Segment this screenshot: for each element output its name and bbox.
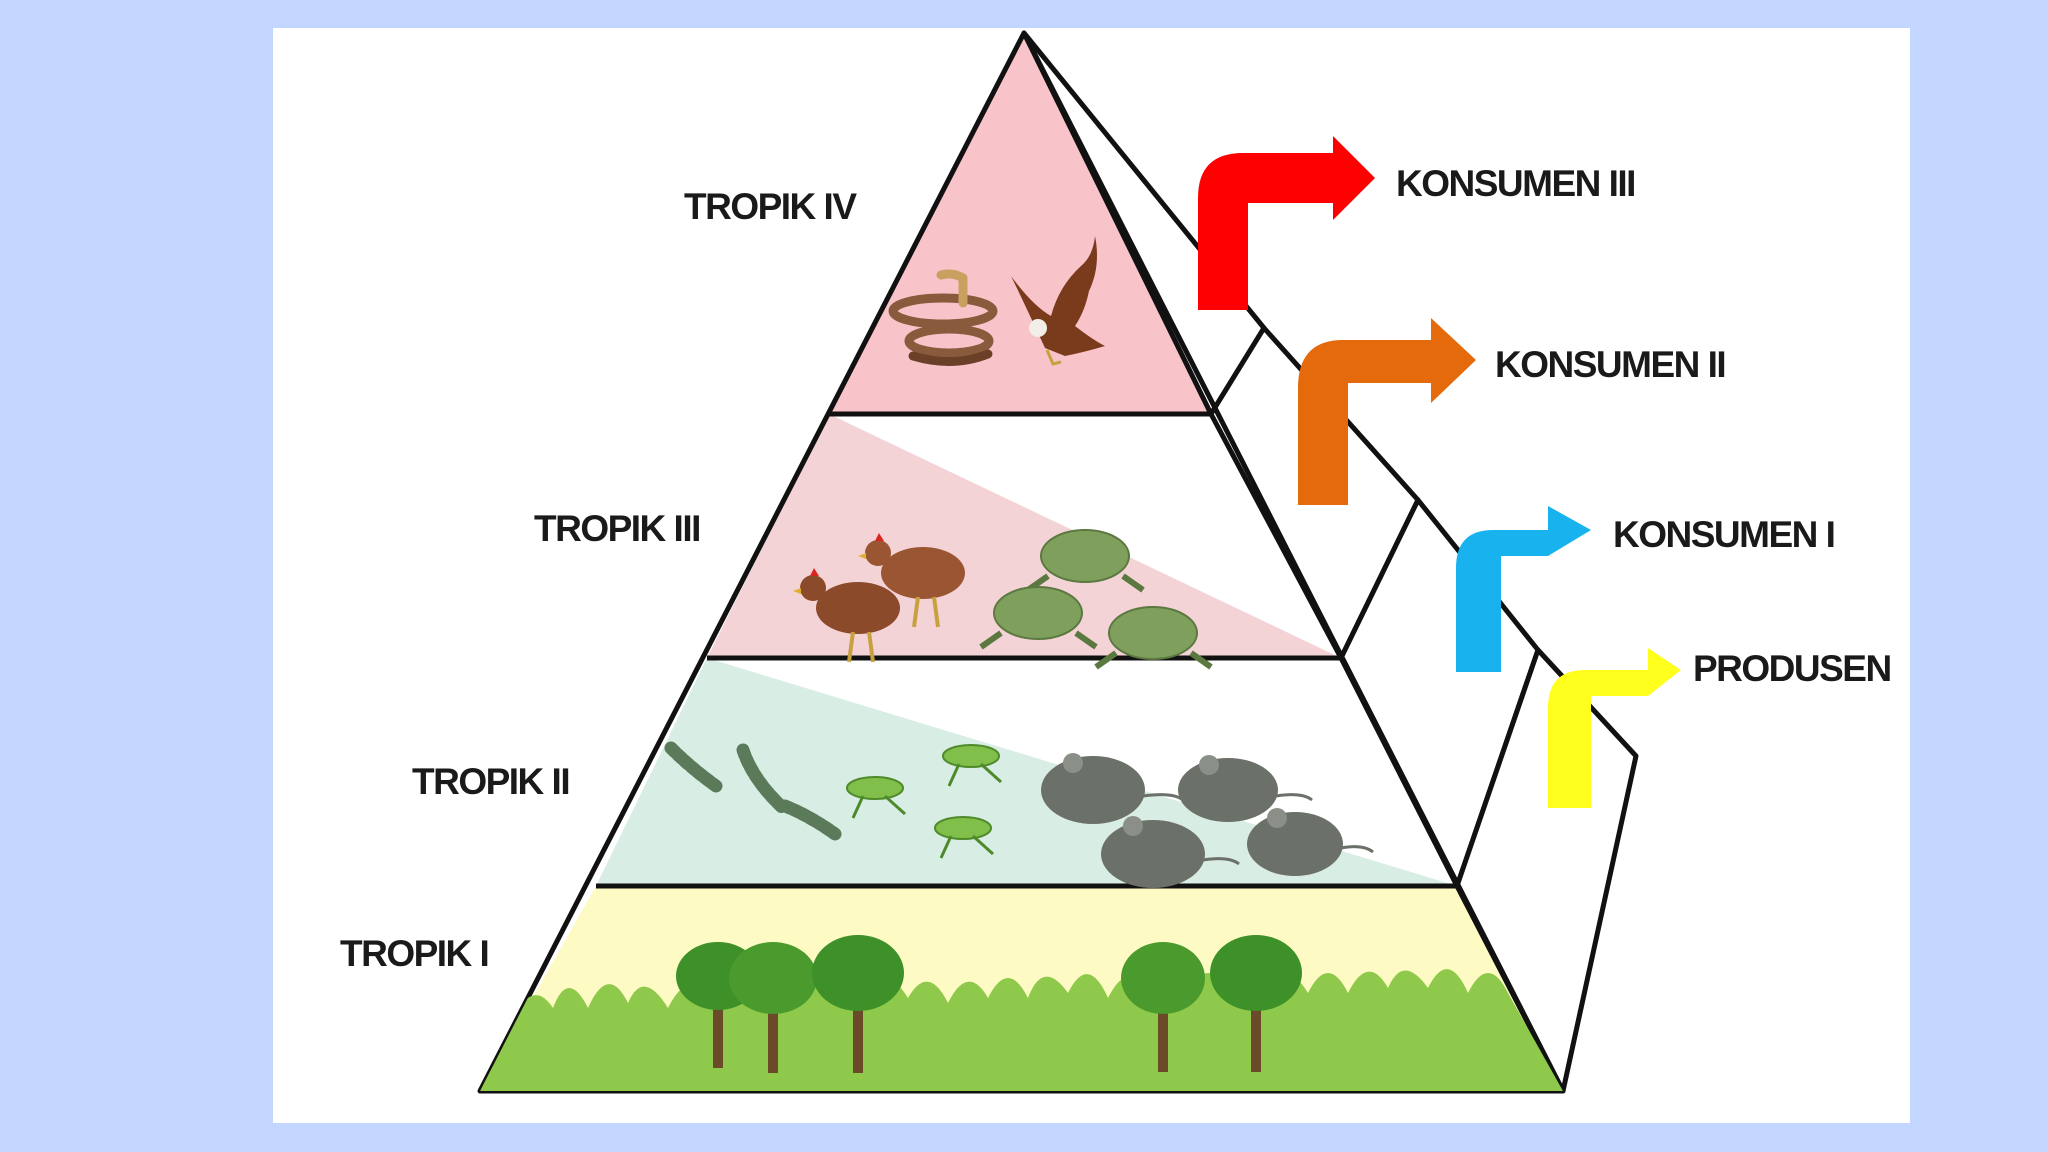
level-label-tropik-iv: TROPIK IV bbox=[684, 186, 857, 227]
snake-icon bbox=[888, 269, 998, 367]
frog-icon bbox=[979, 586, 1098, 650]
caterpillar-icon bbox=[664, 741, 842, 841]
produsen-arrow bbox=[1548, 648, 1681, 808]
level-2-fill bbox=[596, 658, 1457, 886]
grass-icon bbox=[480, 969, 1563, 1091]
level-label-tropik-ii: TROPIK II bbox=[412, 761, 571, 802]
diagram-canvas: TROPIK IV TROPIK III TROPIK II TROPIK I … bbox=[273, 28, 1910, 1123]
frog-icon bbox=[1094, 606, 1213, 670]
mouse-icon bbox=[1178, 755, 1313, 822]
role-label-konsumen-ii: KONSUMEN II bbox=[1495, 344, 1727, 385]
grasshopper-icon bbox=[942, 744, 1003, 787]
konsumen-i-arrow bbox=[1456, 506, 1591, 672]
role-arrows bbox=[1198, 136, 1681, 808]
chicken-icon bbox=[858, 533, 965, 628]
tree-icon bbox=[1121, 942, 1205, 1072]
grasshopper-icon bbox=[846, 776, 907, 819]
level-label-tropik-i: TROPIK I bbox=[340, 933, 490, 974]
tree-icon bbox=[729, 942, 817, 1073]
level-label-tropik-iii: TROPIK III bbox=[534, 508, 701, 549]
mouse-icon bbox=[1101, 816, 1240, 888]
konsumen-iii-arrow bbox=[1198, 136, 1375, 310]
role-label-konsumen-iii: KONSUMEN III bbox=[1396, 163, 1636, 204]
grasshopper-icon bbox=[934, 816, 995, 859]
role-label-produsen: PRODUSEN bbox=[1693, 648, 1892, 689]
tree-icon bbox=[1210, 935, 1302, 1072]
trophic-pyramid-diagram bbox=[477, 30, 1681, 1094]
chicken-icon bbox=[793, 568, 900, 663]
eagle-icon bbox=[1011, 236, 1105, 366]
mouse-icon bbox=[1247, 808, 1374, 876]
konsumen-ii-arrow bbox=[1298, 318, 1476, 505]
tree-icon bbox=[812, 935, 904, 1073]
role-label-konsumen-i: KONSUMEN I bbox=[1613, 514, 1836, 555]
